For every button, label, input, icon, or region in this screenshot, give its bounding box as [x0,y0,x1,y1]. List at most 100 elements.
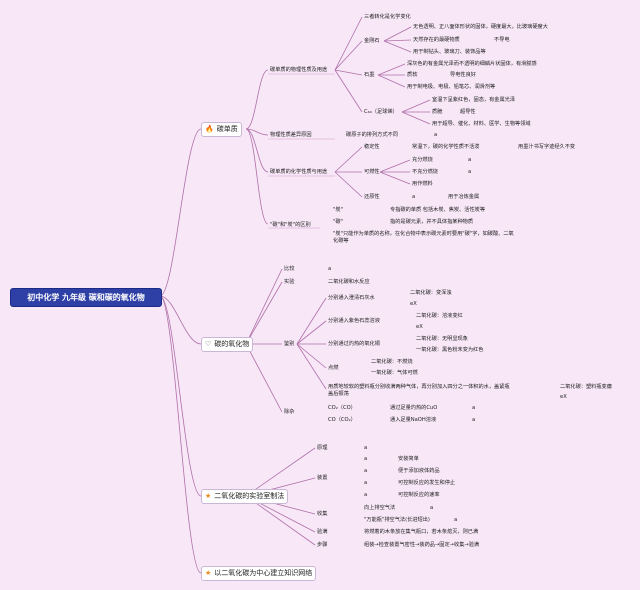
node-graphite[interactable]: 石墨 [364,72,375,78]
node-a3-a[interactable]: a [364,480,368,486]
node-diff3a[interactable]: "炭"只能作为单质的名称，在化合物中表示碳元素时要用"碳"字，如碳酸、二氧 [333,231,514,237]
node-diff[interactable]: "碳"和"炭"的区别 [270,222,311,228]
node-a1[interactable]: 安装简单 [398,456,419,462]
node-comb3[interactable]: 用作燃料 [412,181,433,187]
node-comb2a[interactable]: a [468,169,472,175]
node-diff1-key[interactable]: "炭" [333,207,343,213]
category-label: 二氧化碳的实验室制法 [214,492,285,500]
category-carbon-oxides[interactable]: ♡碳的氧化物 [201,337,254,352]
node-a4[interactable]: 可控制反应的速率 [398,492,440,498]
node-c2[interactable]: 质脆 [432,109,443,115]
node-a1-a[interactable]: a [364,456,368,462]
node-ignite[interactable]: 点燃 [328,365,339,371]
node-d1[interactable]: 无色透明、正八面体形状的固体，硬度最大，比玻璃硬度大 [413,24,548,30]
node-stable1[interactable]: 常温下，碳的化学性质不活泼 [412,144,480,150]
node-comb1[interactable]: 充分燃烧 [412,157,433,163]
node-impurity[interactable]: 除杂 [284,409,295,415]
node-bottle[interactable]: 用质地较软的塑料瓶分别收满两种气体，再分别加入四分之一体积的水，盖紧瓶 [328,384,510,390]
node-a4-a[interactable]: a [364,492,368,498]
node-diff1[interactable]: 专指碳的单质 包括木炭、焦炭、活性炭等 [390,207,486,213]
category-carbon-elements[interactable]: 🔥碳单质 [201,122,242,137]
node-g2[interactable]: 质软 [407,72,418,78]
node-comb2[interactable]: 不充分燃烧 [412,169,438,175]
fire-icon: 🔥 [205,125,214,133]
node-c1[interactable]: 室温下呈紫红色，固态，有金属光泽 [432,97,516,103]
node-id3[interactable]: 分别通过灼热的氧化铜 [328,341,380,347]
node-g4[interactable]: 用于制电极、电极、铅笔芯、润滑剂等 [407,84,496,90]
category-co2-network[interactable]: ★以二氧化碳为中心建立知识网络 [201,566,317,581]
category-label: 以二氧化碳为中心建立知识网络 [214,569,313,577]
node-reduce2[interactable]: 用于冶炼金属 [448,194,480,200]
star-icon: ★ [205,569,212,577]
node-imp1a[interactable]: a [472,405,476,411]
node-chem[interactable]: 碳单质的化学性质与用途 [270,169,328,175]
node-stable2[interactable]: 用墨汁书写字迹经久不变 [518,144,576,150]
node-reason-a[interactable]: a [434,132,438,138]
node-principle-a[interactable]: a [364,445,368,451]
node-col1a[interactable]: a [430,505,434,511]
node-change[interactable]: 三者转化是化学变化 [364,14,411,20]
node-id3a[interactable]: 二氧化碳：无明显现象 [416,336,468,342]
node-col1[interactable]: 向上排空气法 [364,505,396,511]
node-d2[interactable]: 天然存在的最硬物质 [413,37,460,43]
node-diff3b[interactable]: 化碳等 [333,238,349,244]
node-collect[interactable]: 收集 [317,511,328,517]
node-id3b[interactable]: 一氧化碳：黑色粉末变为红色 [416,347,484,353]
node-d3[interactable]: 不导电 [494,37,510,43]
node-imp1b[interactable]: 通过足量灼热的CuO [390,405,438,411]
node-id2a[interactable]: 二氧化碳：溶液变红 [416,313,463,319]
node-imp1[interactable]: CO₂（CO） [328,405,356,411]
node-col2[interactable]: "万能瓶"排空气法(长进短出) [364,517,430,523]
star-icon: ★ [205,492,212,500]
node-bottle3[interactable]: 二氧化碳：塑料瓶变瘪 [560,384,612,390]
node-diff2-key[interactable]: "碳" [333,219,343,225]
node-id2[interactable]: 分别通入紫色石蕊溶液 [328,318,380,324]
node-check1[interactable]: 将燃着的木条放在集气瓶口，若木条熄灭，则已满 [364,529,479,535]
node-d4[interactable]: 用于制钻头、玻璃刀、装饰品等 [413,49,486,55]
node-imp2[interactable]: CO（CO₂） [328,417,356,423]
node-apparatus[interactable]: 装置 [317,475,328,481]
node-check[interactable]: 验满 [317,529,328,535]
node-compare[interactable]: 比较 [284,266,295,272]
node-imp2a[interactable]: a [472,417,476,423]
node-experiment[interactable]: 实验 [284,279,295,285]
node-c60[interactable]: C₆₀（足球烯） [364,109,398,115]
node-id1[interactable]: 分别通入澄清石灰水 [328,295,375,301]
node-physical[interactable]: 碳单质的物理性质及用途 [270,67,328,73]
node-reason-label[interactable]: 物理性质差异原因 [270,132,312,138]
node-reduce-a[interactable]: a [412,194,416,200]
node-comb1a[interactable]: a [468,157,472,163]
node-id2b[interactable]: eX [416,324,423,330]
node-a2[interactable]: 便于添加液体药品 [398,468,440,474]
node-steps[interactable]: 步骤 [317,542,328,548]
node-c3[interactable]: 超导性 [460,109,476,115]
node-exp1[interactable]: 二氧化碳和水反应 [328,279,370,285]
node-id1a[interactable]: 二氧化碳：变浑浊 [410,290,452,296]
heart-icon: ♡ [205,340,212,348]
node-a3[interactable]: 可控制反应的发生和停止 [398,480,456,486]
node-ig1[interactable]: 二氧化碳：不燃烧 [371,359,413,365]
node-g3[interactable]: 导电性良好 [450,72,476,78]
node-imp2b[interactable]: 通入足量NaOH溶液 [390,417,437,423]
category-co2-lab[interactable]: ★二氧化碳的实验室制法 [201,489,289,504]
node-diamond[interactable]: 金刚石 [364,38,380,44]
node-principle[interactable]: 原理 [317,445,328,451]
node-identify[interactable]: 鉴别 [284,341,295,347]
node-ig2[interactable]: 一氧化碳：气体可燃 [371,370,418,376]
node-steps1[interactable]: 组装→检查装置气密性→装药品→固定→收集→验满 [364,542,480,548]
root-topic[interactable]: 初中化学 九年级 碳和碳的氧化物 [10,288,162,307]
node-bottle4[interactable]: eX [560,394,567,400]
node-reason[interactable]: 碳原子的排列方式不同 [346,132,398,138]
node-c4[interactable]: 用于超导、催化、材料、医学、生物等领域 [432,121,531,127]
node-reduce[interactable]: 还原性 [364,194,380,200]
node-combust[interactable]: 可燃性 [364,169,380,175]
node-bottle2[interactable]: 盖后振荡 [328,391,349,397]
node-a2-a[interactable]: a [364,468,368,474]
node-compare-a[interactable]: a [328,266,332,272]
node-col2a[interactable]: a [454,517,458,523]
node-diff2[interactable]: 指的是碳元素，并不具体指某种物质 [390,219,474,225]
node-id1b[interactable]: eX [410,301,417,307]
node-g1[interactable]: 深灰色的有金属光泽而不透明的细鳞片状固体，有滑腻感 [407,61,537,67]
node-stable[interactable]: 稳定性 [364,144,380,150]
